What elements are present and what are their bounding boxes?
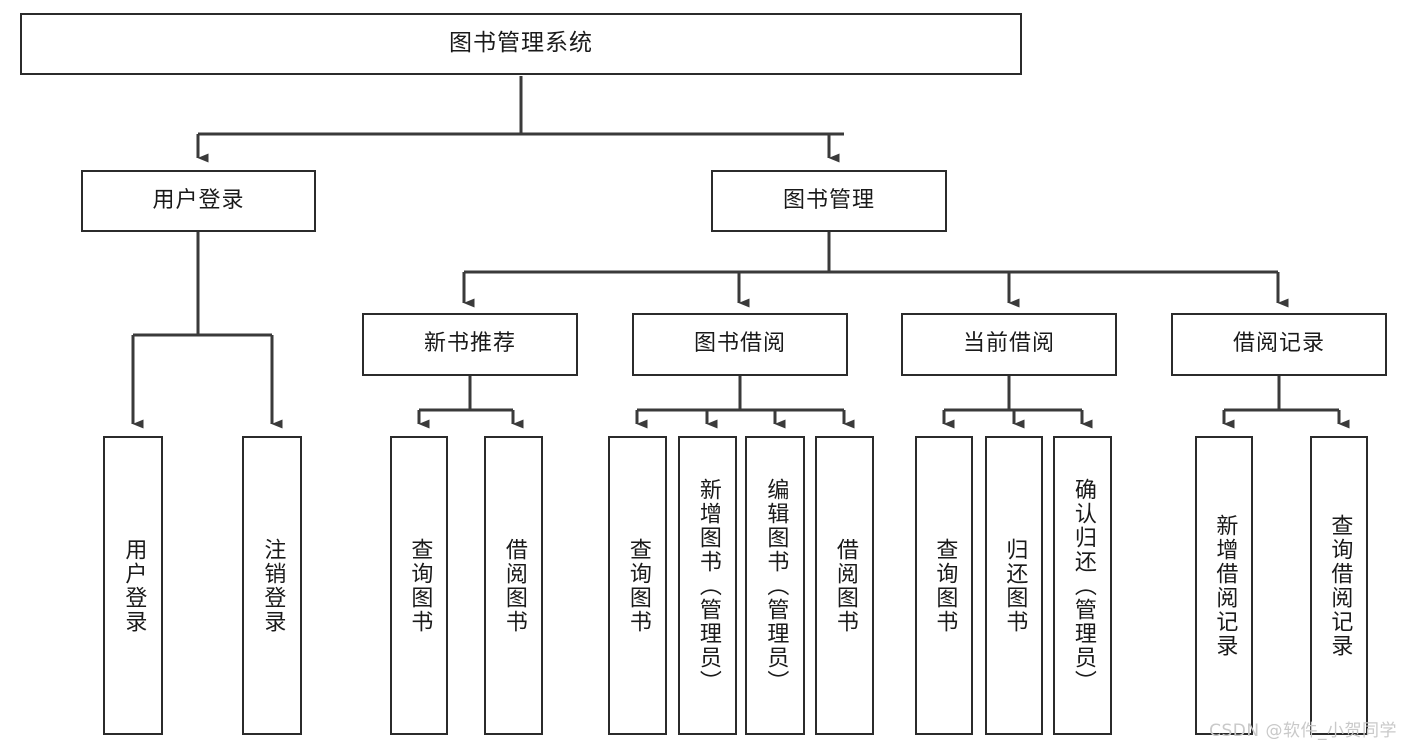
node-borrow-records-label: 借阅记录 xyxy=(1232,331,1325,357)
leaf-borrow-book[interactable]: 借阅图书 xyxy=(815,436,874,735)
leaf-user-login-label: 用户登录 xyxy=(121,537,147,634)
node-book-borrow-label: 图书借阅 xyxy=(693,331,786,357)
node-new-book-recommend-label: 新书推荐 xyxy=(423,331,516,357)
node-current-borrow[interactable]: 当前借阅 xyxy=(901,313,1117,376)
node-borrow-records[interactable]: 借阅记录 xyxy=(1171,313,1387,376)
leaf-query-book-recommend[interactable]: 查询图书 xyxy=(390,436,448,735)
leaf-query-borrow-record-label: 查询借阅记录 xyxy=(1327,513,1353,658)
node-book-borrow[interactable]: 图书借阅 xyxy=(632,313,848,376)
leaf-confirm-return-admin[interactable]: 确认归还（管理员） xyxy=(1053,436,1112,735)
leaf-add-borrow-record[interactable]: 新增借阅记录 xyxy=(1195,436,1253,735)
leaf-return-book-label: 归还图书 xyxy=(1002,537,1028,634)
node-user-login-label: 用户登录 xyxy=(152,187,245,213)
node-book-management-label: 图书管理 xyxy=(782,187,875,213)
leaf-borrow-book-recommend[interactable]: 借阅图书 xyxy=(484,436,543,735)
leaf-confirm-return-admin-label: 确认归还（管理员） xyxy=(1070,477,1096,694)
leaf-borrow-book-recommend-label: 借阅图书 xyxy=(501,537,527,634)
node-user-login[interactable]: 用户登录 xyxy=(81,170,316,232)
leaf-add-borrow-record-label: 新增借阅记录 xyxy=(1212,513,1238,658)
leaf-return-book[interactable]: 归还图书 xyxy=(985,436,1043,735)
node-book-management[interactable]: 图书管理 xyxy=(711,170,947,232)
leaf-query-book-borrow-label: 查询图书 xyxy=(625,537,651,634)
leaf-add-book-admin[interactable]: 新增图书（管理员） xyxy=(678,436,737,735)
leaf-logout[interactable]: 注销登录 xyxy=(242,436,302,735)
leaf-query-book-borrow[interactable]: 查询图书 xyxy=(608,436,667,735)
leaf-query-book-recommend-label: 查询图书 xyxy=(407,537,433,634)
node-new-book-recommend[interactable]: 新书推荐 xyxy=(362,313,578,376)
leaf-user-login[interactable]: 用户登录 xyxy=(103,436,163,735)
leaf-query-borrow-record[interactable]: 查询借阅记录 xyxy=(1310,436,1368,735)
leaf-edit-book-admin[interactable]: 编辑图书（管理员） xyxy=(745,436,805,735)
node-root-label: 图书管理系统 xyxy=(449,30,593,57)
node-root[interactable]: 图书管理系统 xyxy=(20,13,1022,75)
watermark: CSDN @软件_小贺同学 xyxy=(1209,721,1397,741)
node-current-borrow-label: 当前借阅 xyxy=(962,331,1055,357)
leaf-borrow-book-label: 借阅图书 xyxy=(832,537,858,634)
leaf-edit-book-admin-label: 编辑图书（管理员） xyxy=(763,477,789,694)
leaf-query-book-current[interactable]: 查询图书 xyxy=(915,436,973,735)
leaf-query-book-current-label: 查询图书 xyxy=(932,537,958,634)
leaf-add-book-admin-label: 新增图书（管理员） xyxy=(695,477,721,694)
leaf-logout-label: 注销登录 xyxy=(260,537,286,634)
